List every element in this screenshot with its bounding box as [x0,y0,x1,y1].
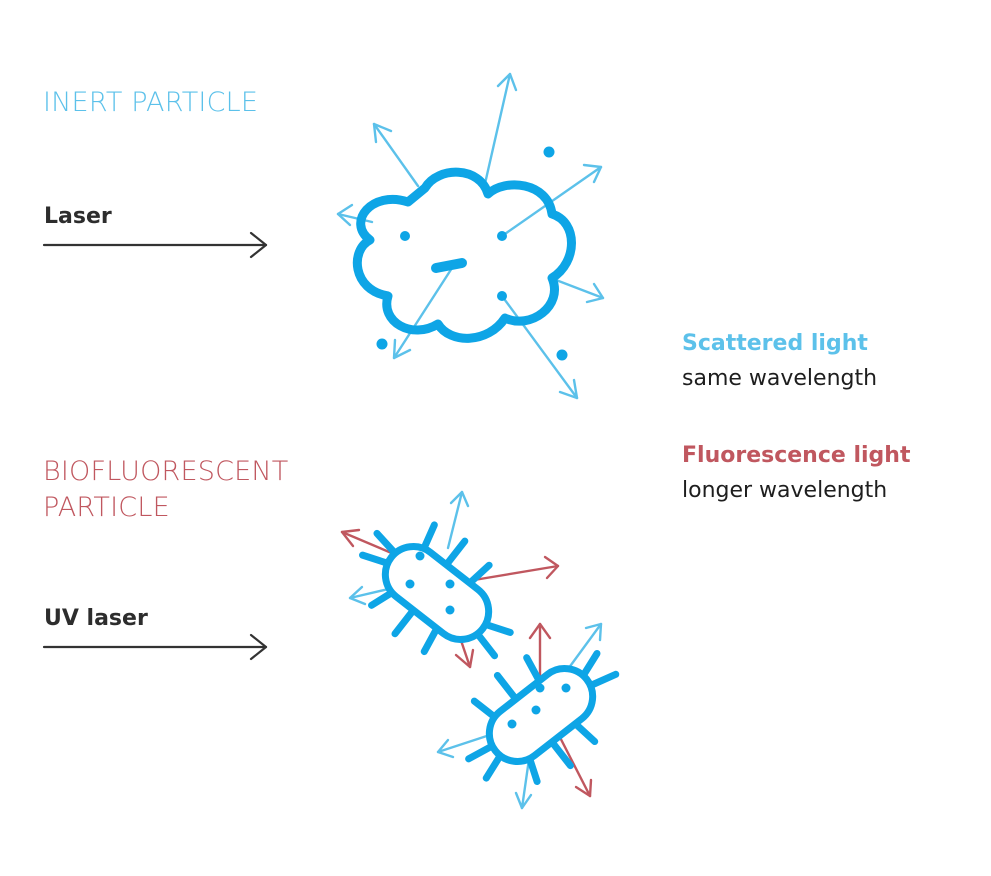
biofluorescent-particle-title-line2: PARTICLE [43,492,170,523]
biofluorescent-particle-title-line1: BIOFLUORESCENT [43,456,289,487]
laser-label: Laser [44,204,112,229]
uv-laser-label: UV laser [44,606,148,631]
inert-particle-title: INERT PARTICLE [43,87,259,118]
bacterium-icon [359,521,514,660]
legend-fluorescence-subtitle: longer wavelength [682,478,888,503]
laser-arrow-icon [42,231,268,259]
legend-scattered-subtitle: same wavelength [682,366,878,391]
scattered-light-arrows [336,72,605,400]
uv-laser-arrow-icon [42,633,268,661]
legend-fluorescence-title: Fluorescence light [682,443,911,468]
free-particle-dots [376,146,568,361]
bacterium-icon [465,649,620,785]
cloud-particle-icon [352,167,576,343]
legend-scattered-title: Scattered light [682,331,868,356]
